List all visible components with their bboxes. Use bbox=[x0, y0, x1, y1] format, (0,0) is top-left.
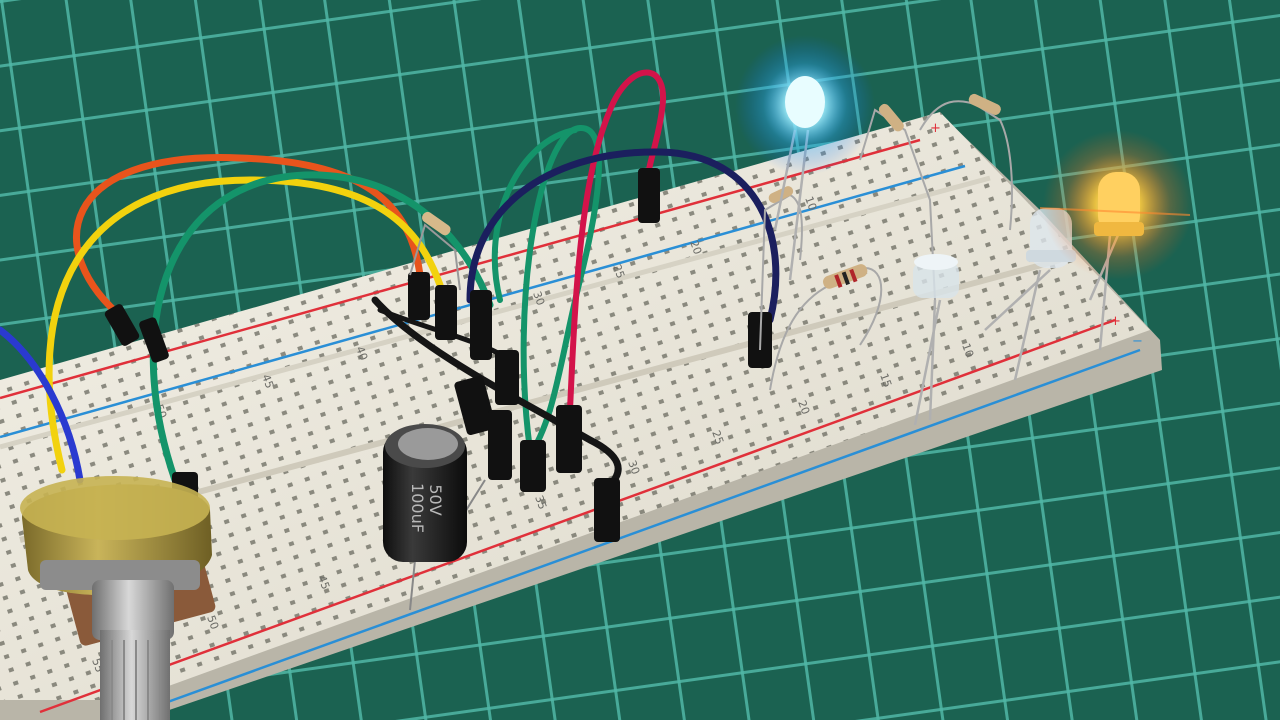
capacitor-value-label: 100uF bbox=[408, 483, 427, 533]
svg-text:40: 40 bbox=[353, 345, 370, 363]
svg-text:+: + bbox=[1110, 314, 1121, 329]
potentiometer bbox=[20, 476, 216, 720]
rail-blue-bottom bbox=[139, 348, 1141, 714]
svg-text:45: 45 bbox=[259, 373, 276, 391]
svg-text:50: 50 bbox=[204, 614, 221, 632]
svg-text:30: 30 bbox=[530, 290, 547, 308]
svg-text:10: 10 bbox=[802, 195, 819, 213]
svg-text:15: 15 bbox=[877, 372, 894, 390]
red-wire bbox=[567, 69, 667, 413]
blue-led bbox=[735, 35, 875, 175]
resistor-4 bbox=[769, 264, 883, 391]
clear-led-1 bbox=[913, 254, 959, 298]
orange-led bbox=[1039, 130, 1193, 280]
black-wire bbox=[371, 296, 622, 489]
resistor-1 bbox=[409, 211, 461, 291]
navy-wire bbox=[466, 148, 780, 324]
svg-text:20: 20 bbox=[795, 399, 812, 417]
svg-text:30: 30 bbox=[625, 459, 642, 477]
svg-text:10: 10 bbox=[959, 342, 976, 360]
svg-text:−: − bbox=[1132, 334, 1143, 349]
capacitor-voltage-label: 50V bbox=[426, 484, 445, 515]
svg-text:25: 25 bbox=[709, 429, 726, 447]
green-wire-back bbox=[491, 127, 578, 303]
svg-text:45: 45 bbox=[315, 574, 332, 592]
blue-wire bbox=[0, 326, 84, 484]
svg-text:35: 35 bbox=[532, 494, 549, 512]
rail-red-bottom bbox=[39, 318, 1116, 714]
svg-text:20: 20 bbox=[687, 239, 704, 257]
capacitor: 50V 100uF bbox=[383, 424, 486, 611]
yellow-wire bbox=[45, 176, 444, 474]
svg-text:25: 25 bbox=[610, 263, 627, 281]
svg-text:+: + bbox=[930, 121, 941, 136]
resistor-3 bbox=[919, 93, 1013, 231]
